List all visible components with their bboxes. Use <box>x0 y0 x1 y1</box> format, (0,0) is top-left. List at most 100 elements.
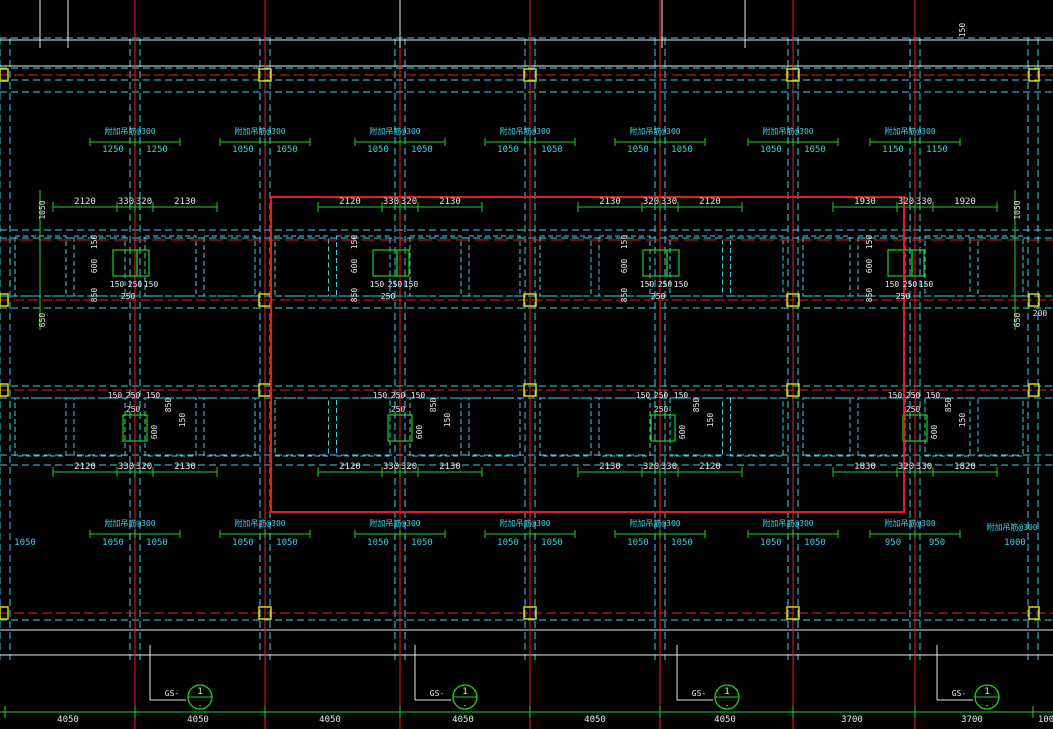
slab-panel <box>802 397 851 457</box>
rebar-note: 附加吊筋@300 <box>499 518 550 528</box>
rebar-note: 附加吊筋@300 <box>762 126 813 136</box>
dimension-text: 2130 <box>439 462 461 472</box>
section-number: 1 <box>724 687 729 697</box>
dimension-text: 150 <box>620 235 629 250</box>
dimension-text: 150 <box>865 235 874 250</box>
dimension-text: 950 <box>885 538 901 548</box>
dimension-text: 150 <box>636 391 651 400</box>
slab-panel <box>144 235 197 297</box>
dimension-text: 320 <box>898 197 914 207</box>
dimension-text: 600 <box>620 259 629 274</box>
opening <box>372 249 398 277</box>
dimension-text: 2120 <box>699 197 721 207</box>
dimension-text: 150 <box>674 280 689 289</box>
dimension-text: 1250 <box>102 145 124 155</box>
section-number: 1 <box>462 687 467 697</box>
dimension-text: 250 <box>651 292 666 301</box>
dimension-text: 600 <box>678 425 687 440</box>
dimension-text: 2130 <box>599 462 621 472</box>
dimension-lines <box>0 138 1053 718</box>
opening <box>650 414 676 442</box>
rebar-note: 附加吊筋@300 <box>762 518 813 528</box>
dimension-text: 150 <box>888 391 903 400</box>
dimension-text: 250 <box>388 280 403 289</box>
dimension-text: 200 <box>1033 309 1048 318</box>
dimension-text: 850 <box>90 288 99 303</box>
section-sheet: - <box>725 701 730 710</box>
slab-panel <box>203 397 256 457</box>
dimension-text: 2130 <box>599 197 621 207</box>
dimension-text: 330 <box>118 462 134 472</box>
dimension-text: 2120 <box>74 197 96 207</box>
slab-panel <box>468 235 521 297</box>
dimension-text: 330 <box>118 197 134 207</box>
dimension-text: 600 <box>930 425 939 440</box>
section-prefix: GS- <box>165 689 179 698</box>
dimension-text: 650 <box>1013 313 1022 328</box>
slab-panel <box>336 235 391 297</box>
slab-panel <box>14 397 67 457</box>
dimension-text: 850 <box>350 288 359 303</box>
column <box>523 68 537 82</box>
section-sheet: - <box>985 701 990 710</box>
opening <box>666 249 680 277</box>
dimension-text: 250 <box>658 280 673 289</box>
dimension-text: 850 <box>865 288 874 303</box>
dimension-text: 1050 <box>671 538 693 548</box>
opening <box>122 414 148 442</box>
dimension-text: 250 <box>391 391 406 400</box>
section-sheet: - <box>463 701 468 710</box>
dimension-text: 1050 <box>102 538 124 548</box>
dimension-text: 330 <box>661 462 677 472</box>
bay-dimension: 4050 <box>452 715 474 725</box>
dimension-text: 320 <box>136 462 152 472</box>
slab-panel <box>730 397 784 457</box>
slab-panel <box>924 397 971 457</box>
bay-dimension: 3700 <box>961 715 983 725</box>
section-number: 1 <box>197 687 202 697</box>
slab-panel <box>539 397 592 457</box>
dimension-text: 250 <box>126 405 141 414</box>
slab-panel <box>409 397 462 457</box>
dimension-text: 850 <box>429 398 438 413</box>
dimension-text: 1050 <box>627 145 649 155</box>
bay-dimension: 4050 <box>57 715 79 725</box>
section-sheet: - <box>198 701 203 710</box>
selection-rectangle[interactable] <box>270 196 905 513</box>
dimension-text: 330 <box>916 462 932 472</box>
opening <box>887 249 913 277</box>
selection-rectangle[interactable] <box>270 196 905 513</box>
dimension-text: 150 <box>443 413 452 428</box>
dimension-text: 1050 <box>671 145 693 155</box>
column <box>523 383 537 397</box>
rebar-note: 附加吊筋@300 <box>986 522 1037 532</box>
column <box>258 68 272 82</box>
dimension-text: 1050 <box>38 200 47 219</box>
dimension-text: 150 <box>919 280 934 289</box>
dimension-text: 1920 <box>954 197 976 207</box>
dimension-text: 320 <box>643 197 659 207</box>
dimension-text: 150 <box>370 280 385 289</box>
dimension-text: 330 <box>383 197 399 207</box>
dimension-text: 150 <box>958 413 967 428</box>
dimension-text: 320 <box>401 462 417 472</box>
opening <box>911 249 925 277</box>
rebar-note: 附加吊筋@300 <box>234 126 285 136</box>
column <box>523 293 537 307</box>
dimension-text: 250 <box>654 391 669 400</box>
dimension-text: 1050 <box>627 538 649 548</box>
column <box>0 606 9 620</box>
column <box>0 68 9 82</box>
dimension-text: 1930 <box>854 197 876 207</box>
columns <box>0 68 1040 620</box>
dimension-text: 150 <box>108 391 123 400</box>
slab-panel <box>336 397 391 457</box>
slab-panel <box>977 235 1024 297</box>
slab-panel <box>857 397 906 457</box>
dimension-text: 1150 <box>926 145 948 155</box>
dimension-text: 1050 <box>232 538 254 548</box>
dimension-text: 150 <box>885 280 900 289</box>
dimension-text: 330 <box>916 197 932 207</box>
column <box>1028 68 1040 82</box>
